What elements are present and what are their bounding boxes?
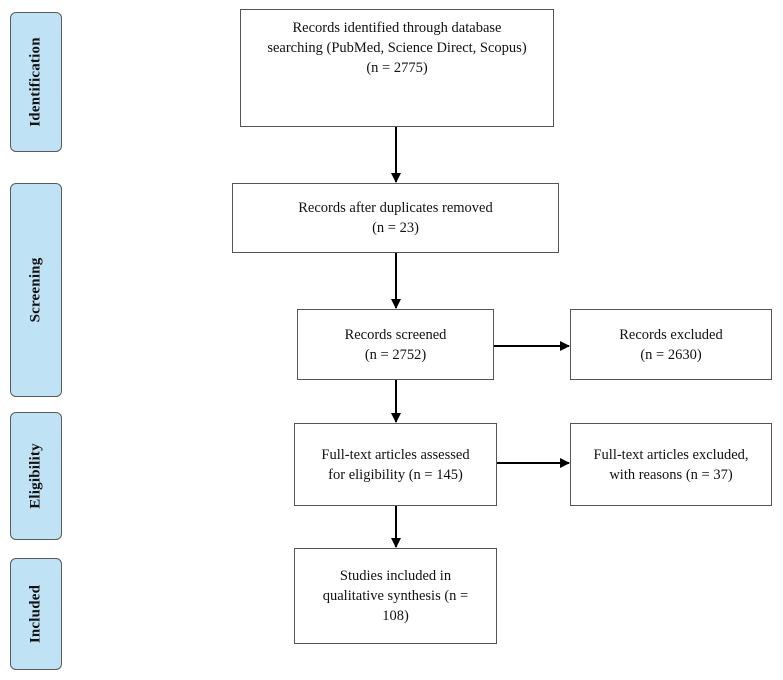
records-identified-box: Records identified through database sear…	[240, 9, 554, 127]
phase-eligibility: Eligibility	[10, 412, 62, 540]
records-identified-text: Records identified through database sear…	[267, 20, 527, 76]
fulltext-excluded-box: Full-text articles excluded, with reason…	[570, 423, 772, 506]
records-screened-box: Records screened (n = 2752)	[297, 309, 494, 380]
phase-identification: Identification	[10, 12, 62, 152]
phase-screening: Screening	[10, 183, 62, 397]
fulltext-assessed-box: Full-text articles assessed for eligibil…	[294, 423, 497, 506]
fulltext-assessed-text: Full-text articles assessed for eligibil…	[321, 446, 470, 483]
studies-included-box: Studies included in qualitative synthesi…	[294, 548, 497, 644]
fulltext-excluded-text: Full-text articles excluded, with reason…	[593, 446, 749, 483]
duplicates-removed-box: Records after duplicates removed (n = 23…	[232, 183, 559, 253]
records-screened-text: Records screened (n = 2752)	[344, 326, 447, 363]
records-excluded-box: Records excluded (n = 2630)	[570, 309, 772, 380]
phase-included: Included	[10, 558, 62, 670]
studies-included-text: Studies included in qualitative synthesi…	[322, 568, 469, 624]
duplicates-removed-text: Records after duplicates removed (n = 23…	[298, 200, 493, 236]
records-excluded-text: Records excluded (n = 2630)	[619, 326, 723, 363]
